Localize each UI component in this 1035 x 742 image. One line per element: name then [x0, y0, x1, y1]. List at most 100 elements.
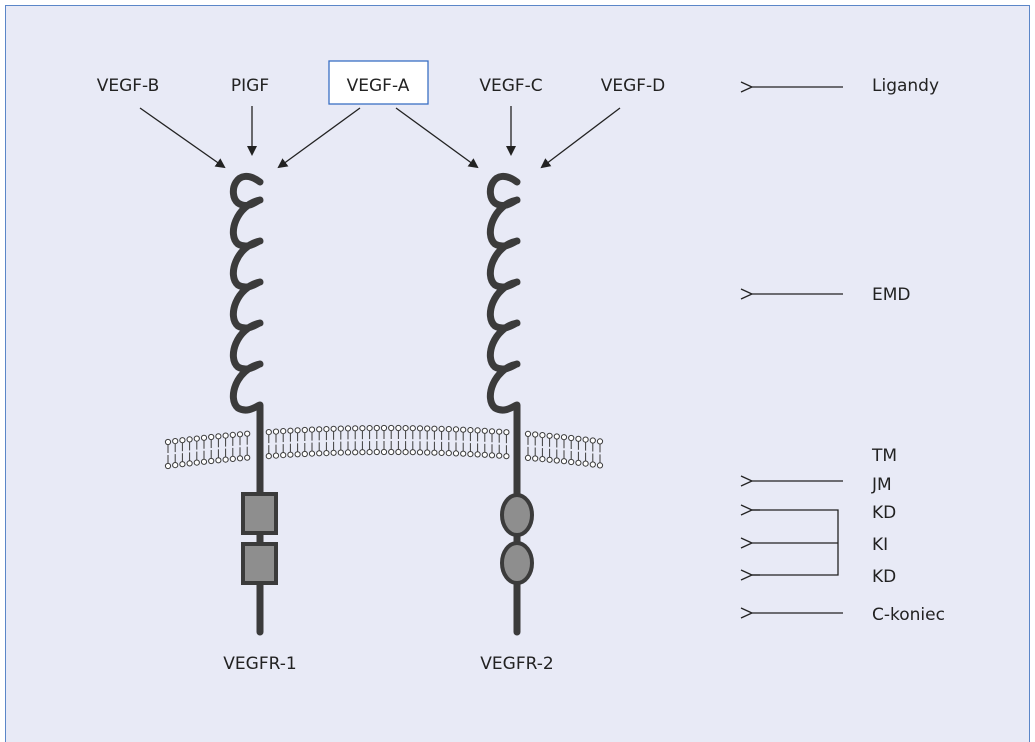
lipid-head [488, 452, 496, 459]
lipid-head [546, 456, 553, 463]
lipid-head [431, 449, 438, 456]
lipid-head [287, 427, 294, 434]
lipid-head [280, 452, 287, 459]
lipid-head [438, 449, 445, 456]
lipid-head [402, 425, 409, 432]
lipid-head [568, 434, 575, 442]
lipid-head [244, 430, 251, 437]
lipid-head [280, 428, 287, 435]
legend-c-koniec-label: C-koniec [872, 605, 945, 625]
lipid-head [582, 460, 589, 467]
ligand-vegf-d-label: VEGF-D [601, 76, 666, 96]
lipid-head [164, 438, 172, 446]
lipid-head [481, 427, 488, 434]
legend-ligandy-label: Ligandy [872, 76, 939, 96]
lipid-head [409, 425, 416, 432]
lipid-head [395, 448, 402, 456]
lipid-head [337, 425, 344, 432]
lipid-head [287, 451, 294, 458]
lipid-head [193, 459, 200, 466]
lipid-head [488, 428, 496, 435]
lipid-head [589, 437, 596, 444]
lipid-head [186, 460, 193, 467]
legend-ki-label: KI [872, 535, 888, 555]
lipid-head [294, 427, 301, 434]
lipid-head [445, 426, 452, 433]
cell-membrane [164, 424, 604, 470]
lipid-head [553, 457, 560, 464]
legend-emd-label: EMD [872, 285, 911, 305]
ligand-vegf-a-box [328, 60, 429, 105]
lipid-head [200, 458, 208, 465]
lipid-head [546, 432, 553, 439]
legend-kd-bottom-label: KD [872, 567, 896, 587]
lipid-head [460, 450, 467, 457]
lipid-head [179, 461, 186, 468]
lipid-head [474, 451, 481, 458]
vegf-a-to-vegfr2-arrow [395, 107, 479, 169]
lipid-head [460, 426, 467, 433]
lipid-head [208, 433, 215, 441]
lipid-head [424, 449, 431, 456]
lipid-head [452, 426, 460, 433]
lipid-head [380, 424, 388, 432]
lipid-head [229, 455, 236, 462]
vegfr2-label: VEGFR-2 [480, 654, 553, 674]
lipid-head [172, 462, 179, 469]
lipid-head [215, 457, 222, 464]
lipid-head [323, 426, 330, 433]
lipid-head [272, 452, 280, 459]
lipid-head [186, 436, 193, 443]
lipid-head [532, 431, 539, 438]
vegfr1-receptor [229, 172, 278, 636]
lipid-head [409, 449, 416, 456]
lipid-head [330, 425, 337, 432]
lipid-head [424, 425, 431, 432]
lipid-head [265, 429, 272, 436]
vegf-a-to-vegfr1-arrow [277, 107, 361, 169]
lipid-head [236, 455, 244, 462]
vegfr2-kinase-domain-2 [500, 541, 534, 585]
lipid-head [560, 434, 568, 441]
lipid-head [366, 425, 373, 432]
lipid-head [474, 427, 481, 434]
lipid-head [308, 426, 316, 433]
vegfr2-kinase-domain-1 [500, 493, 534, 537]
lipid-head [373, 448, 380, 456]
lipid-head [524, 454, 532, 461]
ligand-pigf-label: PIGF [231, 76, 269, 96]
lipid-head [222, 432, 229, 439]
lipid-head [352, 449, 359, 456]
lipid-head [388, 448, 395, 456]
lipid-head [359, 425, 366, 432]
lipid-head [164, 462, 172, 470]
lipid-head [308, 450, 316, 457]
lipid-head [431, 425, 438, 432]
lipid-head [503, 429, 510, 436]
lipid-head [467, 451, 474, 458]
lipid-head [236, 431, 244, 438]
lipid-head [395, 424, 402, 432]
lipid-head [301, 426, 308, 434]
vegf-b-to-vegfr1-arrow [139, 107, 226, 169]
legend-tm-label: TM [871, 446, 897, 466]
legend-kd-top-label: KD [872, 503, 896, 523]
lipid-head [438, 425, 445, 432]
lipid-head [503, 453, 510, 460]
lipid-head [532, 455, 539, 462]
lipid-head [496, 452, 503, 459]
lipid-head [402, 449, 409, 456]
vegfr1-label: VEGFR-1 [223, 654, 296, 674]
lipid-head [568, 458, 575, 466]
lipid-head [179, 437, 186, 444]
lipid-head [366, 449, 373, 456]
lipid-head [481, 451, 488, 458]
ligand-vegf-a-label: VEGF-A [347, 76, 410, 96]
lipid-head [380, 448, 388, 456]
lipid-head [344, 449, 352, 456]
vegfr1-kinase-domain-2 [241, 542, 278, 585]
lipid-head [330, 449, 337, 456]
lipid-head [337, 449, 344, 456]
lipid-head [222, 456, 229, 463]
